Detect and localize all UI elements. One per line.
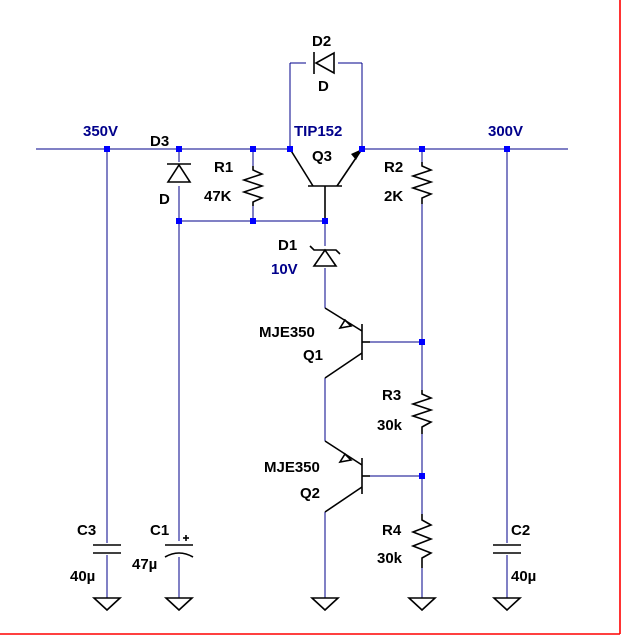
r4-value: 30k	[377, 550, 403, 567]
c3-ref: C3	[77, 522, 96, 539]
r4-resistor-symbol	[410, 514, 434, 568]
r1-ref: R1	[214, 159, 233, 176]
r3-value: 30k	[377, 417, 403, 434]
r1-resistor-symbol	[241, 166, 265, 206]
c3-value: 40µ	[70, 568, 95, 585]
q2-transistor-symbol	[324, 440, 370, 513]
r2-resistor-symbol	[410, 162, 434, 204]
q1-value: MJE350	[259, 324, 315, 341]
r3-ref: R3	[382, 387, 401, 404]
q3-ref: Q3	[312, 148, 332, 165]
c1-value: 47µ	[132, 556, 157, 573]
d2-diode-symbol	[306, 51, 338, 75]
c1-capacitor-symbol	[164, 535, 194, 558]
r2-ref: R2	[384, 159, 403, 176]
d1-zener-symbol	[309, 245, 341, 268]
q2-value: MJE350	[264, 459, 320, 476]
junction-nodes	[104, 146, 510, 479]
ground-q2	[309, 597, 341, 612]
ground-r4	[406, 597, 438, 612]
d1-value: 10V	[271, 261, 298, 278]
ground-c2	[491, 597, 523, 612]
net-label-input: 350V	[83, 123, 118, 140]
q2-ref: Q2	[300, 485, 320, 502]
r4-ref: R4	[382, 522, 402, 539]
d3-diode-symbol	[166, 162, 192, 186]
c2-ref: C2	[511, 522, 530, 539]
ground-c3	[91, 597, 123, 612]
q1-ref: Q1	[303, 347, 323, 364]
c1-ref: C1	[150, 522, 169, 539]
r1-value: 47K	[204, 188, 232, 205]
r3-resistor-symbol	[410, 390, 434, 434]
ground-c1	[163, 597, 195, 612]
q1-transistor-symbol	[324, 307, 370, 379]
d3-ref: D3	[150, 133, 169, 150]
d2-ref: D2	[312, 33, 331, 50]
net-label-output: 300V	[488, 123, 523, 140]
d2-value: D	[318, 78, 329, 95]
c2-capacitor-symbol	[492, 543, 522, 555]
r2-value: 2K	[384, 188, 403, 205]
c2-value: 40µ	[511, 568, 536, 585]
c3-capacitor-symbol	[92, 543, 122, 555]
q3-value: TIP152	[294, 123, 342, 140]
d3-value: D	[159, 191, 170, 208]
d1-ref: D1	[278, 237, 297, 254]
